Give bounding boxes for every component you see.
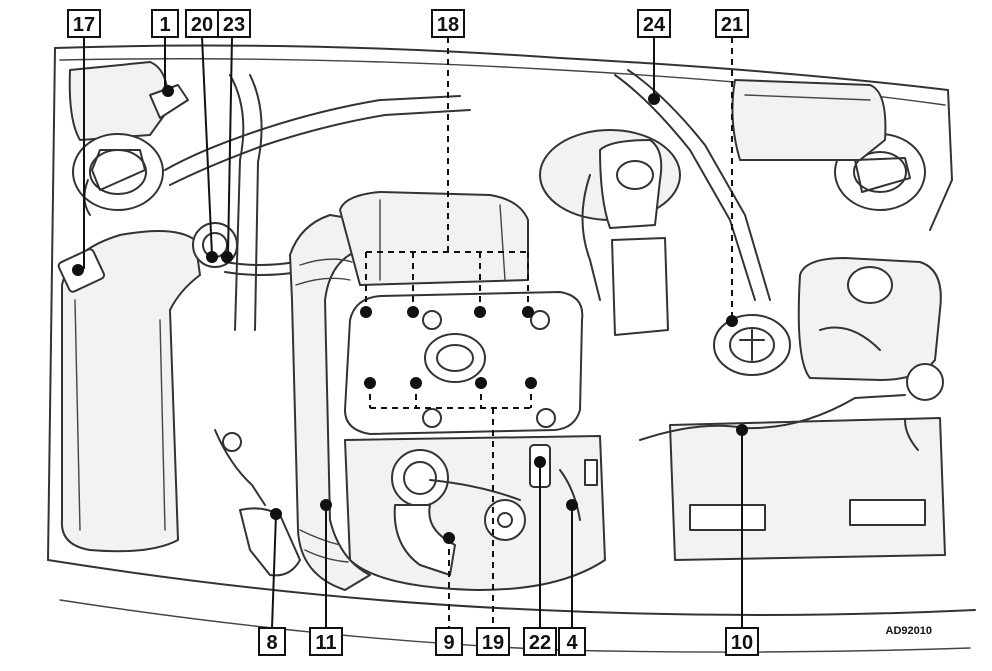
dot-18a (360, 306, 372, 318)
dot-21 (726, 315, 738, 327)
callout-20-text: 20 (191, 14, 213, 36)
callout-8: 8 (258, 627, 286, 656)
callout-23: 23 (217, 9, 251, 38)
callout-17-text: 17 (73, 14, 95, 36)
callout-9: 9 (435, 627, 463, 656)
dot-19a (364, 377, 376, 389)
dot-17 (72, 264, 84, 276)
dot-20 (206, 251, 218, 263)
callout-22: 22 (523, 627, 557, 656)
dot-18b (407, 306, 419, 318)
callout-10-text: 10 (731, 632, 753, 654)
callout-11: 11 (309, 627, 343, 656)
callout-4-text: 4 (566, 632, 578, 654)
callout-9-text: 9 (443, 632, 454, 654)
callout-19-text: 19 (482, 632, 504, 654)
callout-21: 21 (715, 9, 749, 38)
dot-19b (410, 377, 422, 389)
callout-22-text: 22 (529, 632, 551, 654)
dot-24 (648, 93, 660, 105)
dot-4 (566, 499, 578, 511)
callout-1: 1 (151, 9, 179, 38)
callout-10: 10 (725, 627, 759, 656)
dot-19c (475, 377, 487, 389)
callout-17: 17 (67, 9, 101, 38)
callout-18-text: 18 (437, 14, 459, 36)
dot-18c (474, 306, 486, 318)
dot-10 (736, 424, 748, 436)
callout-20: 20 (185, 9, 219, 38)
callout-8-text: 8 (266, 632, 277, 654)
callout-labels: 17 1 20 23 18 24 21 8 (67, 9, 759, 656)
callout-4: 4 (558, 627, 586, 656)
dot-19d (525, 377, 537, 389)
callout-11-text: 11 (315, 632, 336, 654)
callout-24: 24 (637, 9, 671, 38)
dot-8 (270, 508, 282, 520)
dot-22 (534, 456, 546, 468)
dot-18d (522, 306, 534, 318)
leader-dots (72, 85, 748, 544)
figure-code: AD92010 (886, 625, 932, 637)
engine-bay-drawing (47, 44, 976, 653)
callout-18: 18 (431, 9, 465, 38)
callout-24-text: 24 (643, 14, 666, 36)
dot-11 (320, 499, 332, 511)
dot-23 (221, 251, 233, 263)
dot-1 (162, 85, 174, 97)
callout-23-text: 23 (223, 14, 245, 36)
callout-21-text: 21 (721, 14, 743, 36)
callout-1-text: 1 (159, 14, 170, 36)
callout-19: 19 (476, 627, 510, 656)
dot-9 (443, 532, 455, 544)
